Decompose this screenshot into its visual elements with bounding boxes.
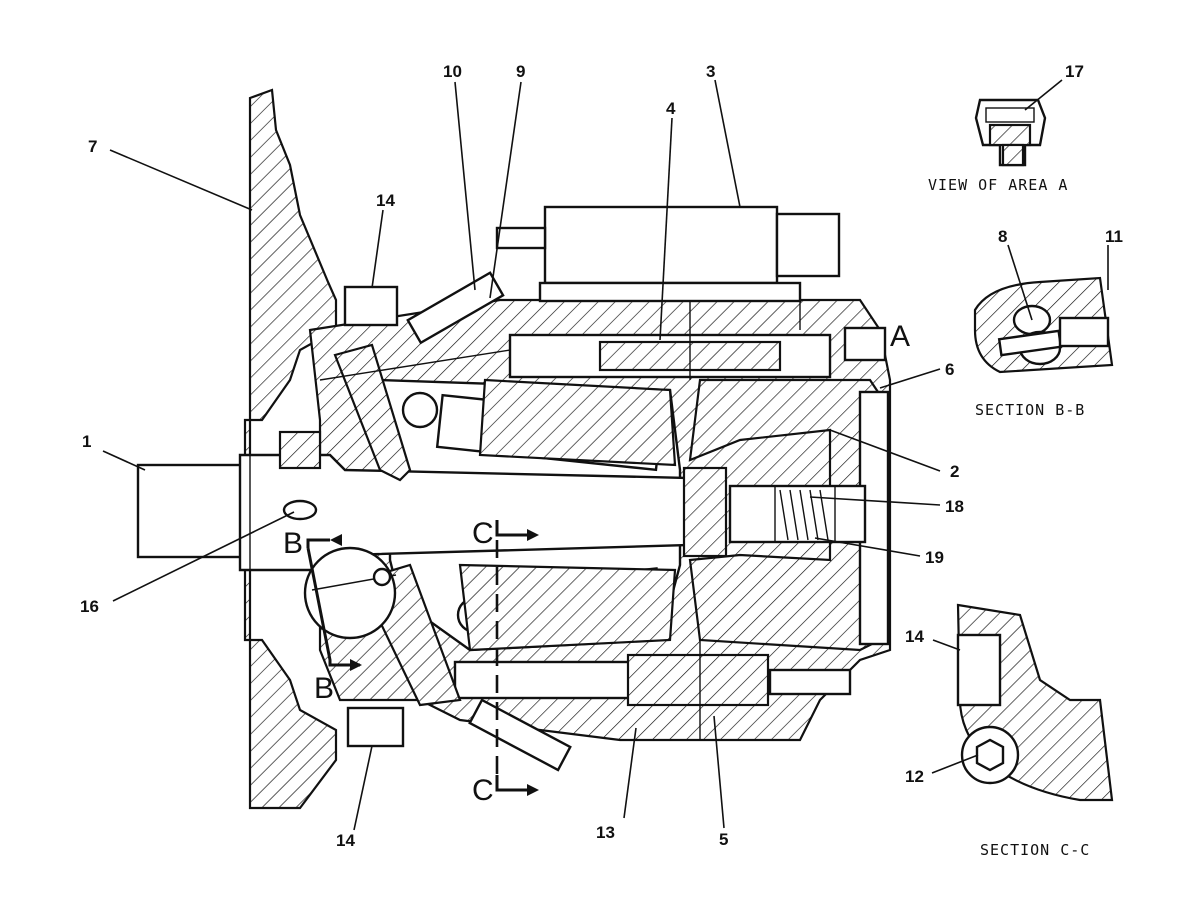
caption-section-bb: SECTION B-B — [975, 401, 1085, 419]
cylinder-barrel-lower — [458, 563, 677, 652]
piston-ball-upper — [401, 391, 439, 429]
inset-section-cc — [956, 603, 1114, 802]
section-mark-c-bottom: C — [472, 774, 494, 807]
port-plug — [843, 326, 887, 362]
callout-8: 8 — [998, 227, 1007, 246]
callout-9: 9 — [516, 62, 525, 81]
leader-16 — [112, 511, 295, 602]
main-assembly — [136, 88, 892, 810]
section-mark-b-bottom: B — [314, 672, 334, 705]
leader-14a — [371, 209, 384, 289]
section-mark-area-a: A — [890, 320, 910, 353]
callout-4: 4 — [666, 99, 676, 118]
leader-17 — [1024, 79, 1063, 111]
leader-13 — [623, 727, 637, 819]
callout-6: 6 — [945, 360, 954, 379]
section-mark-b-top: B — [283, 527, 303, 560]
callout-5: 5 — [719, 830, 728, 849]
callout-3: 3 — [706, 62, 715, 81]
speed-sensor-boss — [303, 546, 397, 640]
shaft-spline-end — [136, 463, 245, 559]
valve-mount-plate — [538, 281, 802, 303]
shaft-bearing — [278, 430, 322, 470]
plug-top — [343, 285, 399, 327]
callout-1: 1 — [82, 432, 91, 451]
callout-12: 12 — [905, 767, 924, 786]
section-bb-arrow-bottom — [350, 659, 362, 671]
leader-9 — [489, 81, 522, 299]
pressure-sensor-top — [406, 271, 505, 345]
mounting-flange — [243, 88, 338, 810]
cylinder-barrel — [478, 378, 677, 467]
callout-19: 19 — [925, 548, 944, 567]
callout-18: 18 — [945, 497, 964, 516]
leader-3 — [714, 79, 741, 208]
section-bb-arrow-top — [330, 534, 342, 546]
seal-ring — [282, 499, 318, 521]
callout-11: 11 — [1105, 227, 1123, 246]
leader-4 — [659, 117, 673, 341]
inset-view-area-a — [974, 98, 1047, 167]
callout-14-bottom: 14 — [336, 831, 355, 850]
swashplate — [333, 343, 412, 482]
callout-13: 13 — [596, 823, 615, 842]
caption-section-cc: SECTION C-C — [980, 841, 1090, 859]
leader-10 — [454, 81, 476, 291]
callout-14-section-cc: 14 — [905, 627, 924, 646]
captions: VIEW OF AREA A SECTION B-B SECTION C-C — [928, 176, 1090, 859]
inset-section-bb — [973, 276, 1114, 374]
leader-8 — [1007, 244, 1033, 321]
section-bb-cut-line — [306, 538, 360, 667]
caption-view-area-a: VIEW OF AREA A — [928, 176, 1068, 194]
leader-1 — [102, 450, 146, 471]
leader-2 — [829, 429, 941, 472]
lower-piston — [626, 653, 770, 707]
pressure-sensor-bottom — [468, 698, 572, 772]
leader-14b — [353, 745, 373, 831]
callout-17: 17 — [1065, 62, 1084, 81]
leader-14c — [932, 639, 961, 651]
callout-labels: 1 2 3 4 5 6 7 8 9 10 11 12 13 14 14 14 1… — [80, 62, 1123, 850]
callout-10: 10 — [443, 62, 462, 81]
callout-14-top: 14 — [376, 191, 395, 210]
valve-connector — [495, 226, 547, 250]
adjust-screw — [768, 668, 852, 696]
solenoid-coil — [775, 212, 841, 278]
section-markers: A B B C C — [283, 320, 910, 807]
leader-lines — [102, 79, 1109, 831]
leader-5 — [713, 715, 725, 829]
detail-lines — [249, 300, 801, 740]
leader-6 — [879, 368, 941, 389]
callout-7: 7 — [88, 137, 97, 156]
callout-16: 16 — [80, 597, 99, 616]
section-mark-c-top: C — [472, 517, 494, 550]
compression-spring — [774, 485, 836, 543]
leader-12 — [931, 754, 979, 774]
plug-bottom — [346, 706, 405, 748]
leader-18 — [809, 496, 941, 506]
leader-19 — [814, 537, 921, 557]
solenoid-valve-block — [543, 205, 779, 285]
callout-2: 2 — [950, 462, 959, 481]
leader-7 — [109, 149, 253, 211]
shaft-rear-bearing — [682, 466, 728, 558]
